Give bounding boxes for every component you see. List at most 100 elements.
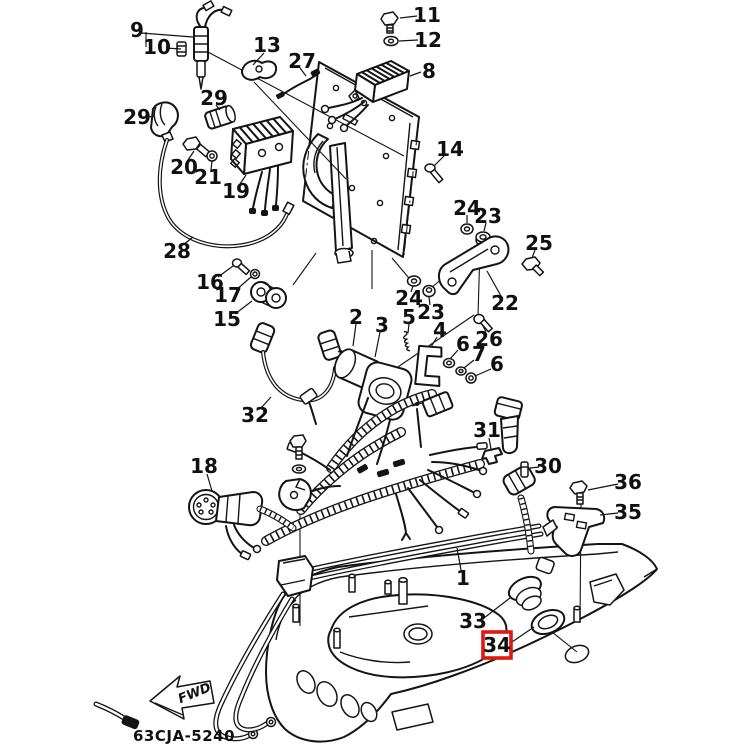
callout-26[interactable]: 26	[475, 327, 503, 351]
line-art-shape	[387, 38, 395, 44]
line-art-shape	[429, 394, 446, 415]
line-art-shape	[520, 461, 529, 478]
callout-30[interactable]: 30	[534, 454, 562, 478]
grommet	[250, 281, 287, 309]
callout-1[interactable]: 1	[456, 566, 470, 590]
callout-14[interactable]: 14	[436, 137, 464, 161]
callout-27[interactable]: 27	[288, 49, 316, 73]
line-art-shape	[546, 506, 606, 557]
line-art-shape	[376, 468, 390, 478]
callout-25[interactable]: 25	[525, 231, 553, 255]
callout-18[interactable]: 18	[190, 454, 218, 478]
callout-6[interactable]: 6	[490, 352, 504, 376]
callout-19[interactable]: 19	[222, 179, 250, 203]
main-connector	[188, 489, 297, 561]
callout-13[interactable]: 13	[253, 33, 281, 57]
line-art-shape	[237, 262, 251, 276]
line-art-shape	[320, 104, 330, 114]
line-art-shape	[530, 608, 566, 636]
callout-28[interactable]: 28	[163, 239, 191, 263]
line-art-shape	[478, 466, 488, 476]
callout-21[interactable]: 21	[194, 165, 222, 189]
line-art-shape	[214, 592, 285, 740]
callout-16[interactable]: 16	[196, 270, 224, 294]
callout-15[interactable]: 15	[213, 307, 241, 331]
callout-11[interactable]: 11	[413, 3, 441, 27]
leader-line-13	[252, 52, 265, 66]
callout-24[interactable]: 24	[453, 196, 481, 220]
line-art-shape	[356, 464, 368, 474]
callout-29[interactable]: 29	[123, 105, 151, 129]
leader-line-6	[449, 349, 459, 360]
line-art-shape	[299, 387, 318, 405]
line-art-shape	[458, 368, 464, 374]
line-art-shape	[388, 114, 396, 122]
line-art-shape	[542, 519, 558, 537]
washer	[291, 464, 307, 474]
callout-9[interactable]: 9	[130, 18, 144, 42]
callout-4[interactable]: 4	[433, 318, 447, 342]
line-art-shape	[403, 195, 415, 207]
line-art-shape	[198, 76, 204, 90]
stator-lead-wire	[157, 138, 295, 249]
callout-20[interactable]: 20	[170, 155, 198, 179]
line-art-shape	[161, 131, 174, 143]
callout-31[interactable]: 31	[473, 418, 501, 442]
plug-cap-lead	[493, 396, 555, 575]
line-art-shape	[255, 65, 263, 73]
leader-line-3	[374, 331, 381, 358]
line-art-shape	[274, 142, 284, 152]
leader-line-23	[428, 296, 431, 306]
line-art-shape	[252, 330, 273, 346]
line-art-shape	[289, 434, 307, 448]
callout-5[interactable]: 5	[402, 305, 416, 329]
line-art-shape	[262, 351, 336, 402]
callout-12[interactable]: 12	[414, 28, 442, 52]
line-art-shape	[257, 506, 296, 531]
callout-8[interactable]: 8	[422, 59, 436, 83]
washer	[455, 366, 467, 376]
callout-2[interactable]: 2	[349, 305, 363, 329]
bottom-cowling-pan	[265, 543, 658, 743]
line-art-shape	[296, 670, 316, 694]
leader-line-5	[407, 323, 410, 334]
ignition-coil	[333, 348, 388, 391]
line-art-shape	[408, 627, 428, 641]
callout-23[interactable]: 23	[474, 204, 502, 228]
line-art-shape	[502, 465, 536, 496]
callout-29[interactable]: 29	[200, 86, 228, 110]
callout-33[interactable]: 33	[459, 609, 487, 633]
callout-22[interactable]: 22	[491, 291, 519, 315]
callout-32[interactable]: 32	[241, 403, 269, 427]
callout-3[interactable]: 3	[375, 313, 389, 337]
callout-35[interactable]: 35	[614, 500, 642, 524]
spark-plug-wire	[249, 322, 350, 403]
callout-23[interactable]: 23	[417, 300, 445, 324]
callout-6[interactable]: 6	[456, 332, 470, 356]
leader-line-29	[146, 115, 156, 118]
line-art-shape	[335, 250, 352, 264]
callout-24[interactable]: 24	[395, 286, 423, 310]
line-art-shape	[252, 544, 262, 554]
line-art-shape	[280, 558, 306, 586]
line-art-shape	[348, 573, 356, 579]
leader-line-33	[483, 597, 511, 619]
callout-10[interactable]: 10	[143, 35, 171, 59]
leader-line-29	[215, 104, 221, 111]
line-art-shape	[292, 603, 300, 609]
line-art-shape	[455, 366, 467, 376]
line-art-shape	[532, 264, 545, 277]
line-art-shape	[429, 168, 444, 184]
callout-17[interactable]: 17	[214, 283, 242, 307]
nut	[206, 150, 218, 162]
leader-line-17	[235, 276, 252, 291]
callout-34[interactable]: 34	[483, 633, 511, 657]
callout-7[interactable]: 7	[472, 342, 486, 366]
line-art-shape	[406, 167, 418, 179]
grommet	[507, 575, 542, 611]
coil-bracket	[414, 344, 443, 387]
callout-36[interactable]: 36	[614, 470, 642, 494]
line-art-shape	[434, 525, 444, 535]
